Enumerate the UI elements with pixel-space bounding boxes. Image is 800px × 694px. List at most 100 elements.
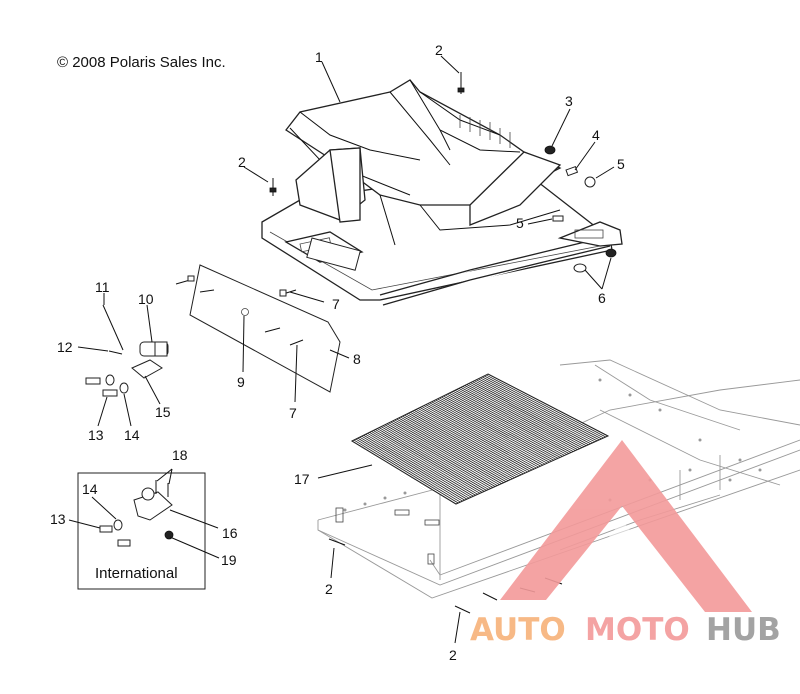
mat-rib [456,388,574,452]
mat-rib [472,381,591,445]
callout-2-track-left: 2 [325,581,333,597]
mat-rib [394,419,504,483]
callout-4: 4 [592,127,600,143]
mat-rib [454,389,572,453]
mat-rib [419,407,533,471]
mat-rib [417,408,531,472]
mat-rib [487,373,609,437]
watermark-moto: MOTO [585,612,690,648]
mat-rib [435,399,550,463]
mat-rib [462,386,580,449]
mat-rib [377,428,485,492]
watermark-logo: AUTO MOTO HUB [470,440,781,648]
watermark-auto: AUTO [470,612,566,648]
callout-15: 15 [155,404,171,420]
mat-rib [423,405,537,469]
mat-rib [415,409,528,473]
mat-rib [396,418,507,483]
mat-rib [441,396,557,460]
mat-rib [353,439,459,504]
mat-rib [378,427,487,491]
callout-14-main: 14 [124,427,140,443]
mat-rib [468,383,587,447]
mat-rib [445,394,561,458]
mat-rib [371,431,478,495]
tunnel-assembly [317,359,800,599]
mat-rib [429,402,544,466]
mat-rib [470,382,589,446]
callout-1: 1 [315,49,323,65]
mat-rib [460,387,578,450]
mat-rib [421,406,535,470]
mat-rib [388,422,498,486]
mat-rib [408,412,520,477]
mat-rib [480,377,600,441]
callout-9: 9 [237,374,245,390]
mat-rib [410,411,522,476]
mat-rib [452,390,570,454]
mat-rib [443,395,559,459]
mat-rib [400,416,511,481]
mat-rib [439,397,554,461]
mat-rib [485,374,607,438]
mat-rib [478,378,598,442]
mat-rib [373,430,481,494]
mat-rib [466,384,585,448]
callout-5-lower: 5 [516,215,524,231]
mat-rib [404,414,515,479]
mat-rib [406,413,517,478]
mat-rib [464,385,583,449]
mat-rib [412,410,524,475]
callout-19: 19 [221,552,237,568]
mat-rib [369,432,476,496]
mat-rib [361,435,468,500]
mat-rib [448,392,565,456]
callout-10: 10 [138,291,154,307]
mat-rib [427,403,541,467]
callout-14-inset: 14 [82,481,98,497]
mat-rib [476,379,596,443]
mat-rib [483,375,604,439]
callout-11: 11 [95,279,110,295]
inset-label: International [95,565,178,582]
callout-8: 8 [353,351,361,367]
mat-rib [367,432,474,497]
callout-12: 12 [57,339,73,355]
callout-7-upper: 7 [332,296,340,312]
callout-2-left: 2 [238,154,246,170]
mat-rib [386,423,496,487]
mat-rib [425,404,539,468]
frame-assembly [261,79,623,306]
mat-rib [363,434,470,499]
mat-rib [398,417,509,482]
callout-16: 16 [222,525,238,541]
callout-2-top: 2 [435,42,443,58]
mat-rib [447,393,563,457]
mat-rib [351,440,457,505]
mat-rib [375,429,483,493]
mat-rib [380,426,489,490]
mat-rib [365,433,472,498]
callout-2-track-bottom: 2 [449,647,457,663]
mat-rib [402,415,513,480]
callout-6: 6 [598,290,606,306]
watermark-hub: HUB [706,612,781,648]
callout-13-inset: 13 [50,511,66,527]
mat-rib [431,401,546,465]
mat-rib [450,391,567,455]
callout-labels: 1 2 2 2 2 3 4 5 5 6 7 7 8 9 10 11 12 13 … [50,42,625,663]
mat-rib [474,380,593,444]
mat-rib [357,437,463,502]
callout-13-main: 13 [88,427,104,443]
callout-5-upper: 5 [617,156,625,172]
callout-17: 17 [294,471,310,487]
mat-rib [481,376,602,440]
mat-rib [355,438,461,503]
mat-rib [359,436,465,501]
mat-rib [437,398,552,462]
mat-rib [413,410,526,474]
mat-rib [384,424,494,488]
hardware [85,72,617,614]
callout-3: 3 [565,93,573,109]
